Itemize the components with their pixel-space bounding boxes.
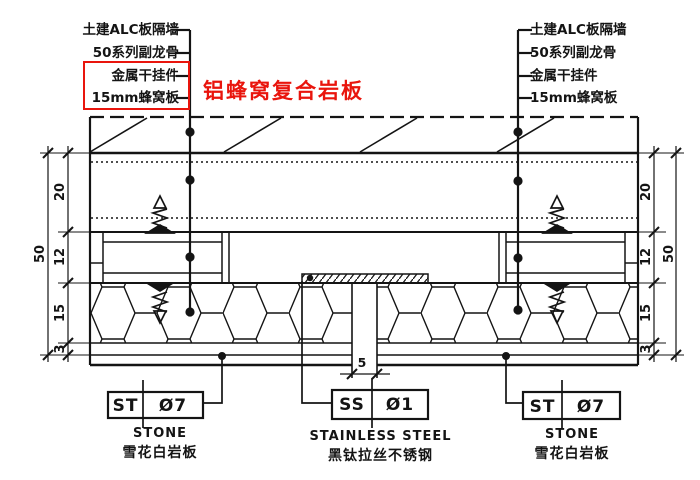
stone-face-layer — [90, 354, 638, 367]
tag-left-num: Ø7 — [158, 396, 188, 416]
left-hanger-bracket — [90, 233, 230, 282]
caption-left-zh: 雪花白岩板 — [122, 445, 198, 461]
callout-right-alc-wall: 土建ALC板隔墙 — [530, 22, 627, 38]
left-dimension-chain — [40, 146, 89, 362]
right-dimension-chain — [639, 146, 684, 362]
dim-right-3: 3 — [639, 344, 654, 354]
right-hanger-bracket — [498, 233, 638, 282]
right-callout-leader — [513, 28, 532, 315]
right-stone-tag — [502, 352, 622, 428]
callout-right-honeycomb: 15mm蜂窝板 — [530, 90, 618, 106]
tag-right-num: Ø7 — [576, 397, 606, 417]
dim-right-15: 15 — [639, 303, 654, 323]
sub-keel-layer — [91, 161, 637, 219]
dim-right-12: 12 — [639, 247, 654, 267]
dim-left-12: 12 — [53, 247, 68, 267]
dim-right-total: 50 — [662, 244, 677, 264]
stainless-strip — [301, 273, 429, 284]
tag-center-num: Ø1 — [385, 395, 415, 415]
center-steel-tag — [301, 281, 430, 428]
highlight-box — [83, 61, 190, 110]
callout-right-metal-hanger: 金属干挂件 — [530, 68, 598, 84]
alc-panel-layer — [89, 115, 638, 155]
tag-left-code: ST — [112, 396, 139, 416]
honeycomb-layer — [91, 284, 637, 344]
caption-right-zh: 雪花白岩板 — [534, 446, 610, 462]
dim-left-15: 15 — [53, 303, 68, 323]
tag-right-code: ST — [529, 397, 556, 417]
caption-left-en: STONE — [132, 426, 188, 441]
callout-left-alc-wall: 土建ALC板隔墙 — [82, 22, 179, 38]
tag-center-code: SS — [339, 395, 365, 415]
caption-right-en: STONE — [544, 427, 600, 442]
dim-left-20: 20 — [53, 182, 68, 202]
callout-right-sub-keel: 50系列副龙骨 — [530, 45, 617, 61]
left-stone-tag — [106, 352, 226, 428]
callout-left-honeycomb: 15mm蜂窝板 — [91, 90, 179, 106]
left-callout-leader — [176, 28, 195, 317]
callout-left-metal-hanger: 金属干挂件 — [111, 68, 180, 84]
caption-center-en: STAINLESS STEEL — [309, 429, 452, 444]
dim-right-20: 20 — [639, 182, 654, 202]
dim-left-total: 50 — [33, 244, 48, 264]
leader-dot-strip — [306, 274, 314, 282]
joint-gap — [340, 283, 390, 380]
dim-left-3: 3 — [53, 344, 68, 354]
caption-center-zh: 黑钛拉丝不锈钢 — [328, 448, 433, 464]
drawing-title: 铝蜂窝复合岩板 — [203, 79, 364, 103]
section-outline — [88, 117, 640, 365]
callout-left-sub-keel: 50系列副龙骨 — [92, 45, 179, 61]
dim-joint-gap: 5 — [357, 355, 367, 370]
